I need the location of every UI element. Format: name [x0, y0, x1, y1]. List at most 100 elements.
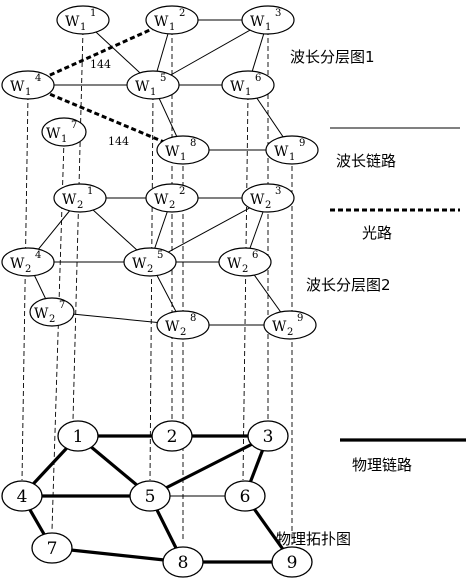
- layer2-link-3-5: [149, 197, 269, 263]
- physical-node-3[interactable]: 3: [247, 420, 289, 452]
- layer1-node-2[interactable]: W 1 2: [145, 5, 199, 35]
- node-base: W: [230, 79, 245, 95]
- capacity-label-lower: 144: [108, 135, 129, 148]
- physical-node-label: 7: [47, 539, 58, 559]
- layer2-node-2[interactable]: W 2 2: [145, 183, 199, 213]
- node-sup: 9: [299, 138, 305, 149]
- layer2-title: 波长分层图2: [306, 276, 391, 294]
- node-base: W: [154, 14, 169, 30]
- layer1-node-3[interactable]: W 1 3: [241, 5, 295, 35]
- node-sup: 8: [190, 313, 196, 324]
- node-base: W: [132, 256, 147, 272]
- node-sub: 1: [61, 134, 67, 145]
- physical-link-7-8: [51, 546, 184, 564]
- node-base: W: [135, 79, 150, 95]
- node-sub: 2: [147, 264, 153, 275]
- layer2-node-4[interactable]: W 2 4: [1, 247, 55, 277]
- node-sub: 1: [169, 22, 175, 33]
- physical-node-5[interactable]: 5: [129, 480, 171, 512]
- node-base: W: [65, 14, 80, 30]
- node-base: W: [274, 144, 289, 160]
- layer1-node-1[interactable]: W 1 1: [56, 5, 110, 35]
- node-sub: 2: [25, 264, 31, 275]
- physical-node-label: 1: [73, 427, 84, 447]
- capacity-label-upper: 144: [90, 58, 111, 71]
- layer1-node-9[interactable]: W 1 9: [265, 135, 319, 165]
- layer2-node-7[interactable]: W 2 7: [29, 297, 75, 327]
- physical-node-label: 6: [240, 487, 251, 507]
- optical-path: [27, 18, 184, 152]
- layer1-node-6[interactable]: W 1 6: [221, 70, 275, 100]
- layer2-node-5[interactable]: W 2 5: [123, 247, 177, 277]
- layer2-node-6[interactable]: W 2 6: [218, 247, 272, 277]
- legend: 波长链路 光路 物理链路: [330, 127, 466, 474]
- layer2-node-3[interactable]: W 2 3: [241, 183, 295, 213]
- node-sup: 2: [179, 186, 185, 197]
- physical-node-label: 9: [287, 553, 298, 573]
- physical-node-2[interactable]: 2: [151, 420, 193, 452]
- node-sub: 1: [245, 87, 251, 98]
- layer1-node-8[interactable]: W 1 8: [156, 135, 210, 165]
- node-sub: 2: [265, 200, 271, 211]
- physical-node-label: 8: [178, 553, 189, 573]
- node-sub: 1: [289, 152, 295, 163]
- node-sup: 4: [35, 73, 41, 84]
- vertical-line-node-5: [149, 94, 154, 481]
- node-sub: 1: [25, 87, 31, 98]
- layer1-node-5[interactable]: W 1 5: [126, 70, 180, 100]
- node-base: W: [10, 79, 25, 95]
- physical-link-3-5: [149, 434, 269, 498]
- node-sup: 9: [297, 313, 303, 324]
- node-sup: 1: [90, 8, 96, 19]
- node-sub: 2: [77, 200, 83, 211]
- node-base: W: [34, 306, 49, 322]
- physical-node-label: 4: [17, 487, 28, 507]
- physical-node-8[interactable]: 8: [162, 546, 204, 578]
- node-sup: 6: [255, 73, 261, 84]
- layer2-node-1[interactable]: W 2 1: [53, 183, 107, 213]
- vertical-line-node-1: [72, 29, 84, 421]
- node-base: W: [272, 319, 287, 335]
- node-base: W: [250, 192, 265, 208]
- node-sub: 2: [49, 314, 55, 325]
- node-base: W: [46, 126, 61, 142]
- node-sup: 2: [179, 8, 185, 19]
- layer1-node-7[interactable]: W 1 7: [41, 117, 87, 147]
- legend-wavelength-link-label: 波长链路: [336, 152, 396, 170]
- node-sup: 5: [160, 73, 166, 84]
- layer2-nodes: W 2 1 W 2 2 W 2 3 W 2 4 W 2 5: [1, 183, 317, 340]
- node-sup: 4: [35, 250, 41, 261]
- legend-optical-path-label: 光路: [362, 224, 392, 242]
- node-sup: 6: [252, 250, 258, 261]
- layer1-node-4[interactable]: W 1 4: [1, 70, 55, 100]
- physical-node-1[interactable]: 1: [57, 420, 99, 452]
- layer1-nodes: W 1 1 W 1 2 W 1 3 W 1 4 W 1 5: [1, 5, 319, 165]
- node-sub: 2: [180, 327, 186, 338]
- node-sub: 2: [169, 200, 175, 211]
- node-base: W: [154, 192, 169, 208]
- physical-node-label: 3: [263, 427, 274, 447]
- node-sup: 8: [190, 138, 196, 149]
- physical-node-6[interactable]: 6: [224, 480, 266, 512]
- vertical-line-node-6: [242, 94, 249, 481]
- layer2-node-9[interactable]: W 2 9: [263, 310, 317, 340]
- node-sup: 7: [59, 300, 65, 311]
- node-sup: 7: [71, 120, 77, 131]
- node-base: W: [10, 256, 25, 272]
- physical-node-7[interactable]: 7: [31, 532, 73, 564]
- node-sup: 3: [275, 8, 281, 19]
- node-base: W: [227, 256, 242, 272]
- physical-node-4[interactable]: 4: [1, 480, 43, 512]
- layer1-link-3-5: [152, 19, 269, 86]
- node-sub: 1: [180, 152, 186, 163]
- node-sub: 1: [150, 87, 156, 98]
- node-sub: 1: [265, 22, 271, 33]
- node-sup: 1: [87, 186, 93, 197]
- node-sup: 5: [157, 250, 163, 261]
- physical-node-9[interactable]: 9: [271, 546, 313, 578]
- node-sup: 3: [275, 186, 281, 197]
- node-base: W: [165, 319, 180, 335]
- optical-path-segment-4-8: [27, 83, 184, 152]
- layer2-node-8[interactable]: W 2 8: [156, 310, 210, 340]
- physical-nodes: 1 2 3 4 5 6 7 8: [1, 420, 313, 578]
